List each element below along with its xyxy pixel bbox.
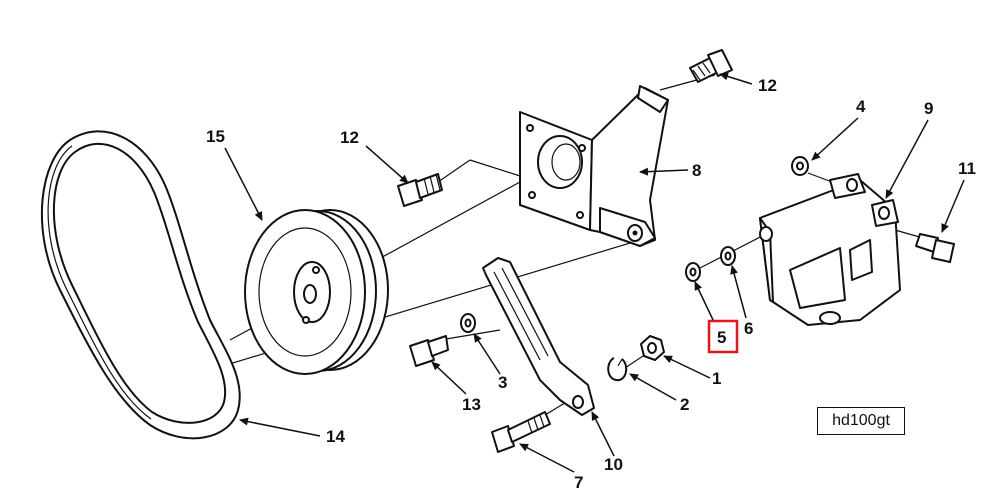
callout-7: 7 (574, 473, 583, 492)
main-bracket (519, 85, 669, 247)
adjusting-strap (482, 257, 595, 416)
lock-washer-2 (607, 357, 628, 382)
v-belt (40, 130, 241, 440)
callout-10: 10 (604, 455, 623, 474)
pulley (244, 209, 389, 375)
callout-4: 4 (856, 97, 866, 116)
washer-5 (685, 262, 701, 282)
callout-11: 11 (958, 159, 976, 178)
bolt-7 (491, 411, 551, 453)
bolt-13 (409, 335, 449, 367)
callout-9: 9 (924, 99, 933, 118)
bolt-11 (915, 233, 955, 263)
figure-id-label: hd100gt (817, 407, 905, 435)
mounting-plate (759, 173, 901, 326)
callout-3: 3 (498, 373, 507, 392)
callout-5-highlight-box (707, 319, 739, 354)
callout-12-left: 12 (340, 128, 359, 147)
spacer-4 (791, 156, 809, 176)
washer-3 (460, 313, 476, 333)
callout-2: 2 (680, 395, 689, 414)
callout-1: 1 (712, 369, 721, 388)
callout-15: 15 (206, 127, 225, 146)
callout-12-top: 12 (758, 76, 777, 95)
leader-lines (224, 72, 965, 473)
nut-1 (640, 335, 665, 361)
callout-14: 14 (326, 427, 345, 446)
callout-labels: 12 12 8 15 4 9 11 5 6 1 2 3 13 7 10 14 (206, 76, 976, 492)
callout-5: 5 (717, 328, 726, 347)
callout-8: 8 (692, 161, 701, 180)
washer-6 (720, 246, 736, 266)
bolt-left (397, 173, 443, 207)
callout-6: 6 (744, 319, 753, 338)
callout-13: 13 (462, 395, 481, 414)
bolt-top (689, 49, 733, 83)
